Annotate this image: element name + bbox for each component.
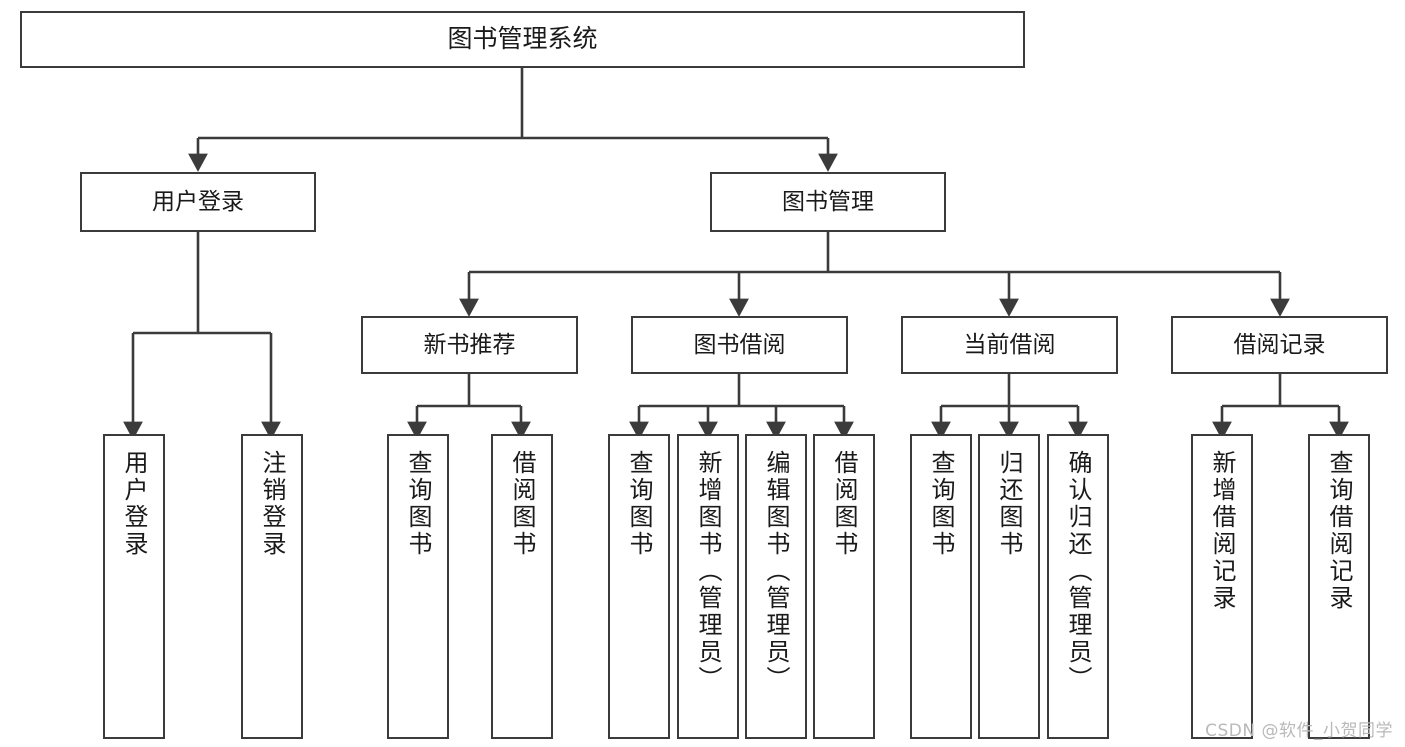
- node-label: 查询借阅记录: [1325, 450, 1353, 612]
- leaf-return-book[interactable]: 归还图书: [978, 434, 1040, 739]
- node-new-book-recommend[interactable]: 新书推荐: [361, 316, 578, 374]
- node-label: 归还图书: [995, 450, 1023, 558]
- node-current-borrow[interactable]: 当前借阅: [901, 316, 1118, 374]
- node-label: 借阅图书: [508, 450, 536, 558]
- node-label: 用户登录: [120, 450, 148, 558]
- node-book-borrow[interactable]: 图书借阅: [631, 316, 848, 374]
- node-label: 查询图书: [625, 450, 653, 558]
- node-label: 新书推荐: [423, 331, 516, 358]
- leaf-borrow-book-recommend[interactable]: 借阅图书: [491, 434, 553, 739]
- leaf-query-book-current[interactable]: 查询图书: [910, 434, 972, 739]
- node-label: 新增图书（管理员）: [694, 450, 722, 693]
- leaf-add-borrow-record[interactable]: 新增借阅记录: [1191, 434, 1253, 739]
- node-label: 确认归还（管理员）: [1064, 450, 1092, 693]
- node-label: 图书管理: [782, 188, 874, 215]
- leaf-borrow-book[interactable]: 借阅图书: [813, 434, 875, 739]
- leaf-query-book-recommend[interactable]: 查询图书: [387, 434, 449, 739]
- node-label: 注销登录: [258, 450, 286, 558]
- watermark: CSDN @软件_小贺同学: [1205, 721, 1393, 741]
- leaf-logout[interactable]: 注销登录: [241, 434, 303, 739]
- node-label: 图书管理系统: [447, 24, 598, 54]
- node-label: 当前借阅: [963, 331, 1056, 358]
- node-label: 查询图书: [404, 450, 432, 558]
- node-label: 查询图书: [927, 450, 955, 558]
- node-label: 借阅记录: [1233, 331, 1326, 358]
- leaf-query-borrow-record[interactable]: 查询借阅记录: [1308, 434, 1370, 739]
- leaf-user-login[interactable]: 用户登录: [103, 434, 165, 739]
- node-label: 新增借阅记录: [1208, 450, 1236, 612]
- leaf-query-book-borrow[interactable]: 查询图书: [608, 434, 670, 739]
- leaf-add-book-admin[interactable]: 新增图书（管理员）: [677, 434, 739, 739]
- node-user-login[interactable]: 用户登录: [80, 172, 316, 232]
- node-book-management-system[interactable]: 图书管理系统: [20, 11, 1025, 68]
- node-label: 编辑图书（管理员）: [762, 450, 790, 693]
- leaf-edit-book-admin[interactable]: 编辑图书（管理员）: [745, 434, 807, 739]
- leaf-confirm-return-admin[interactable]: 确认归还（管理员）: [1047, 434, 1109, 739]
- node-label: 借阅图书: [830, 450, 858, 558]
- node-label: 用户登录: [152, 188, 244, 215]
- node-book-management[interactable]: 图书管理: [710, 172, 946, 232]
- node-borrow-record[interactable]: 借阅记录: [1171, 316, 1388, 374]
- node-label: 图书借阅: [693, 331, 786, 358]
